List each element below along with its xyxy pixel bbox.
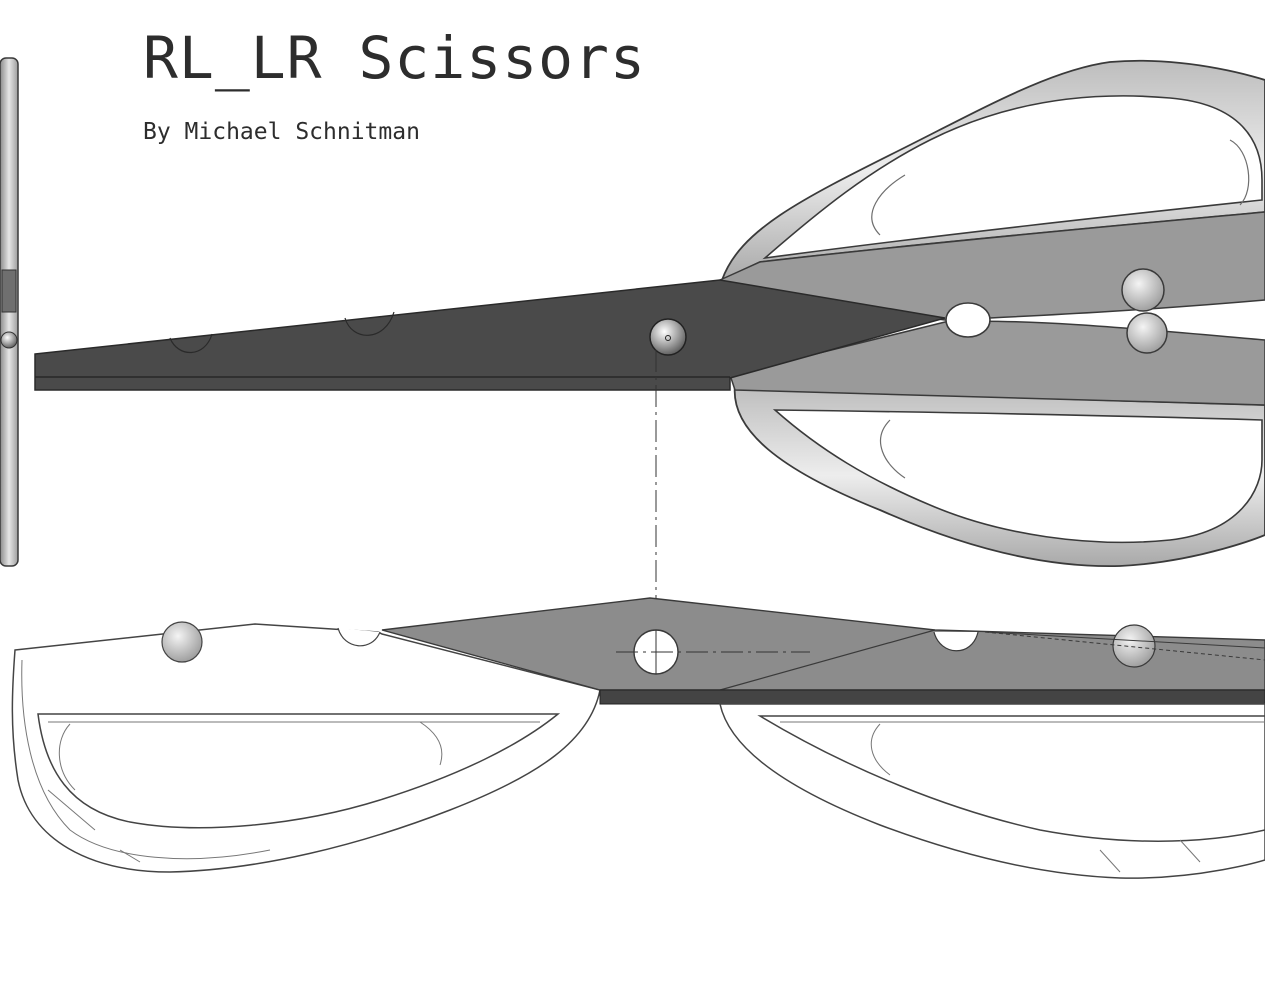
- stop-bump-upper: [1121, 268, 1165, 312]
- left-finger-hole: [37, 713, 561, 829]
- upper-blade-dark: [34, 279, 946, 391]
- right-finger-hole: [757, 715, 1265, 842]
- upper-finger-hole: [762, 95, 1263, 260]
- pivot-screw-icon: [649, 318, 687, 356]
- bottom-view-line-art: [11, 597, 1265, 879]
- lower-finger-hole: [772, 409, 1263, 544]
- drawing-author: By Michael Schnitman: [143, 119, 420, 145]
- drawing-title: RL_LR Scissors: [143, 24, 646, 92]
- blade-edge-strip: [599, 689, 1265, 705]
- top-view-shaded: [34, 59, 1265, 568]
- side-view: [0, 57, 19, 567]
- stop-bump-lower: [1126, 312, 1168, 354]
- tang-hole: [945, 302, 991, 338]
